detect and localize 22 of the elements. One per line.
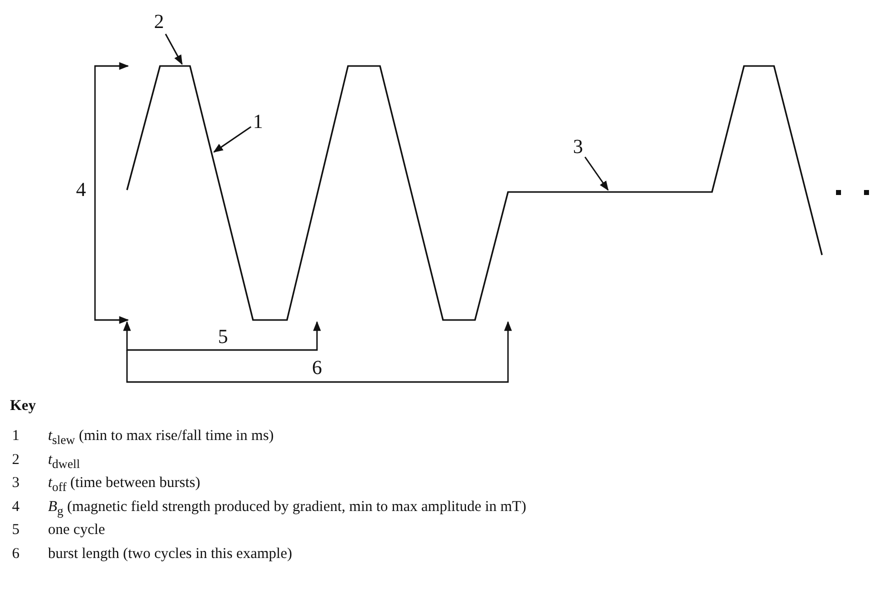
key-description: B$_{g}$ (magnetic field strength produced by gradient, min to max amplitude in mT) (48, 498, 526, 518)
key-description: burst length (two cycles in this example) (48, 546, 292, 562)
key-description: t$_{slew}$ (min to max rise/fall time in ms) (48, 428, 274, 448)
key-heading: Key (10, 398, 36, 414)
callout-number: 4 (76, 180, 86, 200)
callout-number: 5 (12, 522, 20, 538)
leader-line (213, 126, 252, 153)
callout-number: 6 (312, 358, 322, 378)
leader-line (584, 156, 609, 191)
key-description: t$_{off}$ (time between bursts) (48, 475, 200, 495)
key-description: t$_{dwell}$ (48, 452, 80, 472)
callout-number: 3 (12, 475, 20, 492)
callout-number: 2 (154, 12, 164, 32)
callout-number: 3 (573, 137, 583, 157)
callout-number: 1 (12, 428, 20, 444)
callout-number: 2 (12, 452, 20, 468)
callout-number: 6 (12, 546, 20, 562)
callout-number: 5 (218, 327, 228, 347)
callout-number: 4 (12, 498, 20, 515)
key-description: one cycle (48, 522, 106, 538)
callout-number: 1 (253, 112, 263, 132)
leader-line (164, 34, 183, 65)
